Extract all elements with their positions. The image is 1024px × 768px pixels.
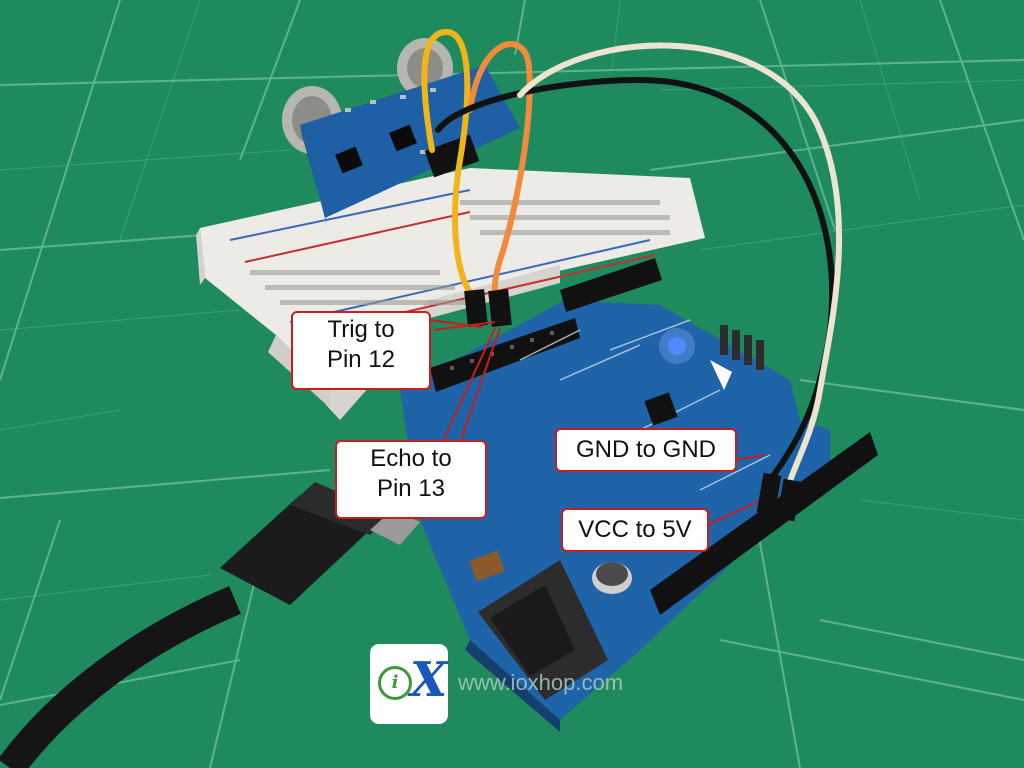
callout-echo: Echo to Pin 13	[335, 440, 487, 519]
callout-vcc-text: VCC to 5V	[578, 516, 692, 543]
logo-i-mark: i	[378, 666, 412, 700]
callout-pointers	[429, 319, 766, 529]
callout-gnd-text: GND to GND	[575, 436, 716, 463]
callout-echo-line2: Pin 13	[376, 475, 446, 502]
usb-cable	[0, 482, 420, 768]
logo-x-mark: X	[410, 652, 448, 708]
callout-trig: Trig to Pin 12	[291, 311, 431, 390]
callout-trig-line1: Trig to	[327, 316, 395, 343]
callout-gnd: GND to GND	[555, 428, 737, 472]
callout-trig-line2: Pin 12	[326, 346, 396, 373]
watermark-url: www.ioxhop.com	[458, 670, 624, 695]
callout-echo-line1: Echo to	[370, 445, 452, 472]
callout-vcc: VCC to 5V	[561, 508, 709, 552]
watermark-logo: i X	[370, 644, 448, 724]
jumper-wires	[421, 29, 843, 522]
